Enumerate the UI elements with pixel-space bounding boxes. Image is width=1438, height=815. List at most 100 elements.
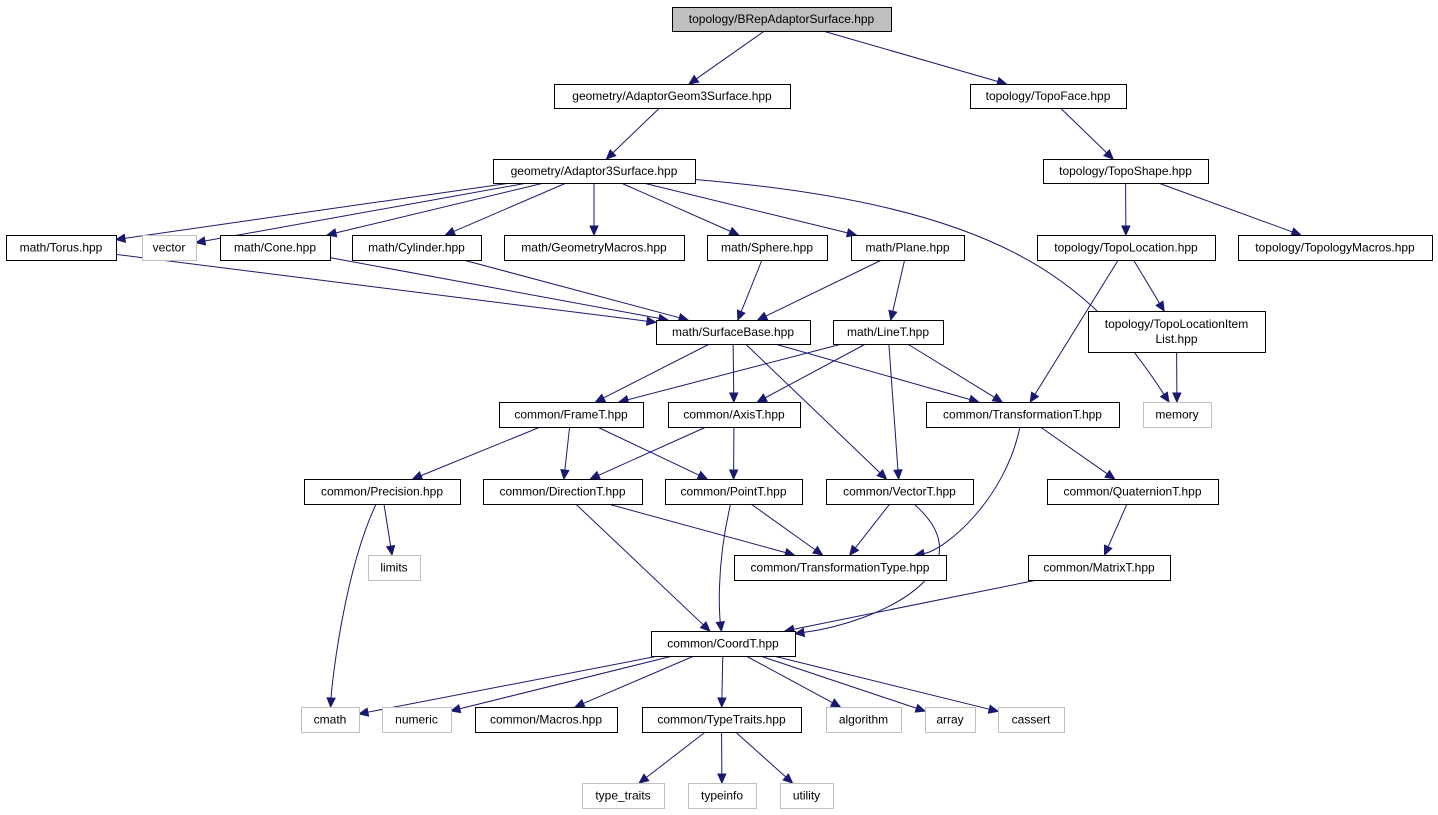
arrowhead-vectort-to-transtype <box>849 544 860 556</box>
arrowhead-surfbase-to-axist <box>728 392 739 404</box>
edge-adaptor3-to-torus <box>124 182 511 239</box>
node-box-geommacros <box>504 235 685 261</box>
node-box-adaptor3 <box>493 159 696 184</box>
edge-coordt-to-macros <box>583 655 695 704</box>
edge-linet-to-framet <box>627 343 843 401</box>
node-torus[interactable]: math/Torus.hpp <box>6 235 117 261</box>
edge-adaptor3-to-vector <box>204 182 528 242</box>
node-label-coordt: common/CoordT.hpp <box>667 637 779 651</box>
arrowhead-adaptor3-to-cone <box>325 228 338 238</box>
arrowhead-adaptor3-to-sphere <box>728 226 740 236</box>
node-precision[interactable]: common/Precision.hpp <box>304 479 461 505</box>
node-label-transt: common/TransformationT.hpp <box>943 408 1102 422</box>
node-root[interactable]: topology/BRepAdaptorSurface.hpp <box>672 7 892 32</box>
node-box-coordt <box>651 631 796 657</box>
node-macros[interactable]: common/Macros.hpp <box>475 707 618 733</box>
node-box-pointt <box>665 479 803 505</box>
node-sphere[interactable]: math/Sphere.hpp <box>707 235 828 261</box>
node-memory: memory <box>1143 402 1212 428</box>
edge-precision-to-limits <box>383 503 392 547</box>
node-numeric: numeric <box>382 707 452 733</box>
node-transt[interactable]: common/TransformationT.hpp <box>926 402 1120 428</box>
arrowhead-typetraits-to-typeinfo <box>717 773 727 785</box>
node-toposhape[interactable]: topology/TopoShape.hpp <box>1043 159 1209 184</box>
arrowhead-adaptor3-to-memory <box>1159 391 1170 404</box>
node-label-type_traits: type_traits <box>595 789 650 803</box>
edge-plane-to-surfbase <box>765 259 882 317</box>
node-framet[interactable]: common/FrameT.hpp <box>499 402 644 428</box>
node-utility: utility <box>780 783 834 809</box>
arrowhead-topoloc-to-transt <box>1029 391 1040 404</box>
node-geom3surf[interactable]: geometry/AdaptorGeom3Surface.hpp <box>554 84 791 109</box>
arrowhead-plane-to-linet <box>888 309 898 322</box>
node-box-transt <box>926 402 1120 428</box>
node-label-surfbase: math/SurfaceBase.hpp <box>672 325 794 339</box>
arrowhead-coordt-to-macros <box>573 698 586 708</box>
node-box-geom3surf <box>554 84 791 109</box>
node-label-utility: utility <box>793 789 820 803</box>
arrowhead-topoface-to-toposhape <box>1102 148 1114 160</box>
node-coordt[interactable]: common/CoordT.hpp <box>651 631 796 657</box>
node-box-typeinfo <box>688 783 757 809</box>
node-plane[interactable]: math/Plane.hpp <box>851 235 965 261</box>
node-label-memory: memory <box>1155 408 1198 422</box>
node-pointt[interactable]: common/PointT.hpp <box>665 479 803 505</box>
node-label-macros: common/Macros.hpp <box>490 713 602 727</box>
node-box-root <box>672 7 892 32</box>
arrowhead-coordt-to-typetraits <box>717 697 727 709</box>
edge-surfbase-to-transt <box>774 343 971 401</box>
node-box-torus <box>6 235 117 261</box>
node-axist[interactable]: common/AxisT.hpp <box>668 402 801 428</box>
node-geommacros[interactable]: math/GeometryMacros.hpp <box>504 235 685 261</box>
arrowhead-adaptor3-to-torus <box>114 233 127 243</box>
arrowhead-transt-to-quatt <box>1104 469 1116 480</box>
edge-topoface-to-toposhape <box>1060 107 1107 154</box>
node-box-matrixt <box>1028 555 1171 581</box>
node-label-cone: math/Cone.hpp <box>234 241 316 255</box>
edge-typetraits-to-utility <box>735 731 787 778</box>
node-box-topoface <box>970 84 1127 109</box>
edge-coordt-to-cmath <box>367 655 659 713</box>
arrowhead-coordt-to-numeric <box>449 704 462 714</box>
edge-framet-to-precision <box>420 426 541 477</box>
node-topoface[interactable]: topology/TopoFace.hpp <box>970 84 1127 109</box>
node-label-toploclist: topology/TopoLocationItem <box>1105 317 1248 331</box>
arrowhead-torus-to-surfbase <box>645 316 658 326</box>
node-surfbase[interactable]: math/SurfaceBase.hpp <box>656 320 811 345</box>
arrowhead-quatt-to-matrixt <box>1103 544 1113 557</box>
node-matrixt[interactable]: common/MatrixT.hpp <box>1028 555 1171 581</box>
node-typetraits[interactable]: common/TypeTraits.hpp <box>642 707 802 733</box>
node-box-precision <box>304 479 461 505</box>
node-box-quatt <box>1047 479 1219 505</box>
node-directiont[interactable]: common/DirectionT.hpp <box>483 479 643 505</box>
edge-toposhape-to-topomacros <box>1158 182 1293 233</box>
node-vectort[interactable]: common/VectorT.hpp <box>826 479 974 505</box>
node-box-toploclist <box>1088 311 1266 353</box>
edge-directiont-to-transtype <box>608 503 786 554</box>
node-cone[interactable]: math/Cone.hpp <box>220 235 331 261</box>
node-quatt[interactable]: common/QuaternionT.hpp <box>1047 479 1219 505</box>
node-label-root: topology/BRepAdaptorSurface.hpp <box>689 12 875 26</box>
edge-topoloc-to-transt <box>1034 259 1119 395</box>
node-box-memory <box>1143 402 1212 428</box>
node-cylinder[interactable]: math/Cylinder.hpp <box>352 235 482 261</box>
edge-linet-to-vectort <box>888 343 899 471</box>
node-type_traits: type_traits <box>582 783 665 809</box>
edge-cone-to-surfbase <box>329 257 660 319</box>
node-topomacros[interactable]: topology/TopologyMacros.hpp <box>1238 235 1433 261</box>
node-cmath: cmath <box>301 707 360 733</box>
node-linet[interactable]: math/LineT.hpp <box>833 320 944 345</box>
node-label-transtype: common/TransformationType.hpp <box>751 561 930 575</box>
edge-geom3surf-to-adaptor3 <box>612 107 660 154</box>
arrowhead-typetraits-to-type_traits <box>638 773 650 784</box>
node-adaptor3[interactable]: geometry/Adaptor3Surface.hpp <box>493 159 696 184</box>
node-box-axist <box>668 402 801 428</box>
arrowhead-toposhape-to-topoloc <box>1121 225 1131 237</box>
edge-linet-to-transt <box>907 343 995 398</box>
node-label-axist: common/AxisT.hpp <box>683 408 785 422</box>
edge-framet-to-directiont <box>564 426 571 471</box>
node-label-linet: math/LineT.hpp <box>847 325 929 339</box>
node-transtype[interactable]: common/TransformationType.hpp <box>734 555 947 581</box>
node-topoloc[interactable]: topology/TopoLocation.hpp <box>1037 235 1216 261</box>
